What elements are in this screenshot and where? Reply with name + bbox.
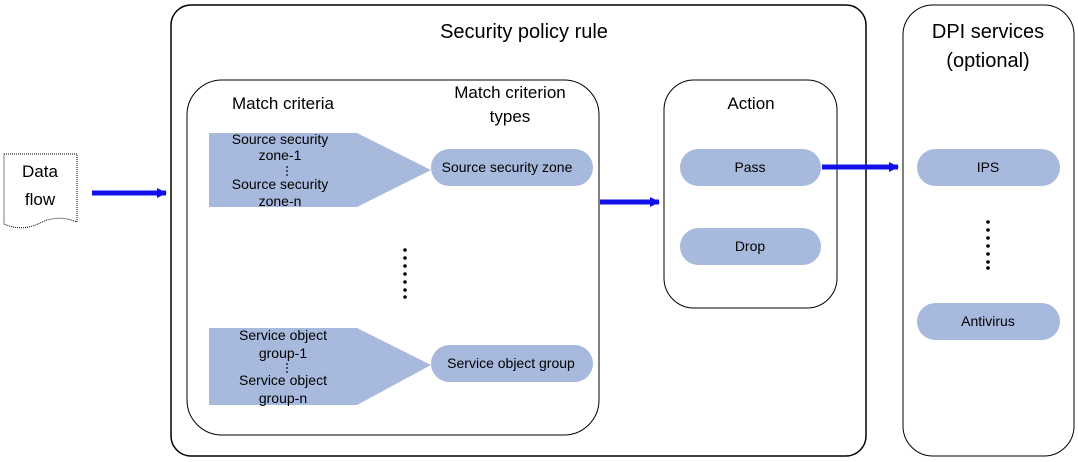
action-title: Action [727, 94, 774, 113]
zone-type-pill: Source security zone [431, 149, 593, 186]
pass-pill: Pass [680, 149, 821, 186]
service-dot-3 [286, 371, 288, 373]
service-criteria-group: Service object group-1 Service object gr… [209, 327, 431, 406]
dpi-ellipsis [986, 220, 990, 270]
pass-label: Pass [734, 159, 765, 175]
service-criteria-line3: Service object [239, 372, 327, 388]
match-types-label-line1: Match criterion [454, 83, 565, 102]
antivirus-pill: Antivirus [917, 303, 1060, 340]
zone-criteria-line1: Source security [232, 131, 328, 147]
rule-title: Security policy rule [440, 21, 608, 43]
service-criteria-line1: Service object [239, 327, 327, 343]
zone-criteria-line2: zone-1 [259, 147, 302, 163]
service-criteria-line4: group-n [259, 390, 307, 406]
match-types-label-line2: types [490, 107, 531, 126]
drop-label: Drop [735, 238, 766, 254]
service-criteria-line2: group-1 [259, 345, 307, 361]
zone-criteria-group: Source security zone-1 Source security z… [209, 131, 431, 209]
zone-criteria-line3: Source security [232, 176, 328, 192]
data-flow-label-line2: flow [25, 190, 56, 209]
zone-criteria-line4: zone-n [259, 193, 302, 209]
action-box: Action Pass Drop [663, 79, 838, 309]
data-flow-node: Data flow [3, 153, 78, 229]
service-type-label: Service object group [447, 355, 575, 371]
zone-dot-3 [286, 174, 288, 176]
drop-pill: Drop [680, 228, 821, 265]
service-dot-2 [286, 367, 288, 369]
data-flow-label-line1: Data [22, 162, 58, 181]
dpi-title-line2: (optional) [946, 50, 1029, 72]
ips-pill: IPS [917, 149, 1060, 186]
zone-type-label: Source security zone [442, 159, 573, 175]
dpi-title-line1: DPI services [932, 21, 1044, 43]
service-dot-1 [286, 363, 288, 365]
antivirus-label: Antivirus [961, 313, 1015, 329]
service-type-pill: Service object group [431, 345, 593, 382]
match-criteria-label: Match criteria [232, 94, 335, 113]
zone-dot-2 [286, 170, 288, 172]
match-box: Match criteria Match criterion types Sou… [186, 79, 600, 436]
ips-label: IPS [977, 159, 1000, 175]
match-ellipsis [403, 248, 407, 299]
dpi-services-box: DPI services (optional) IPS Antivirus [902, 4, 1075, 457]
zone-dot-1 [286, 166, 288, 168]
